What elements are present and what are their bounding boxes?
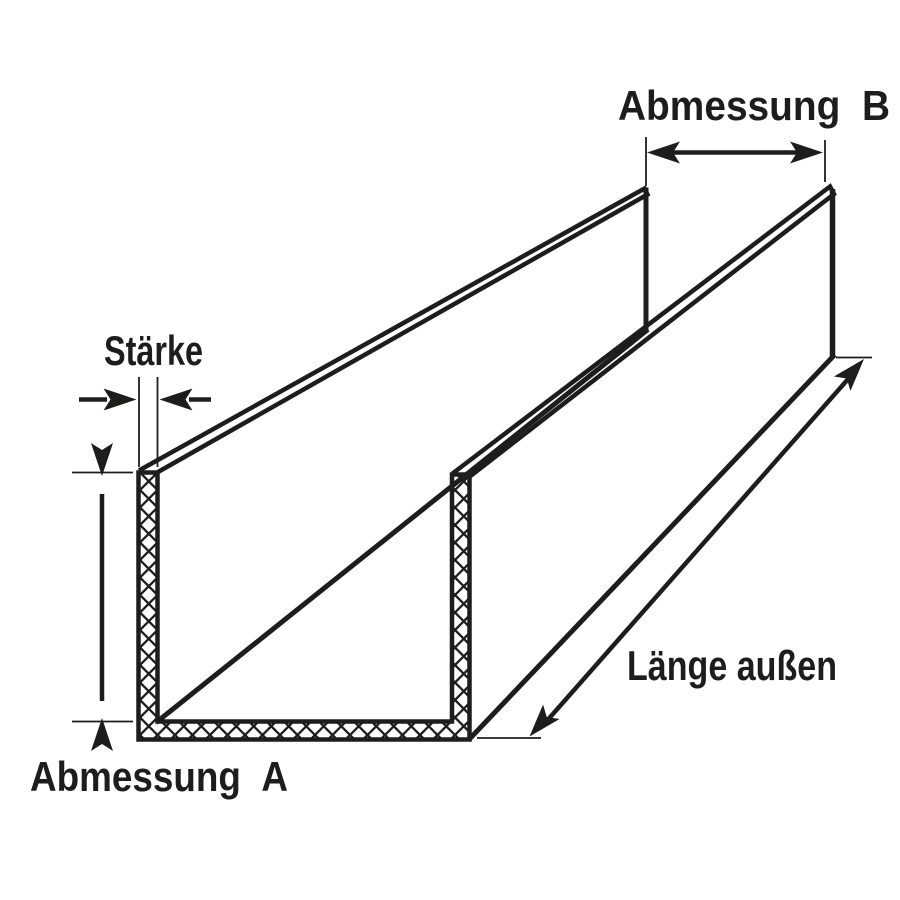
dim-a-arrowhead-top bbox=[91, 443, 113, 476]
outer-length-label: Länge außen bbox=[627, 642, 837, 689]
dimension-a-group: Abmessung A bbox=[30, 443, 288, 800]
dimension-b-label: Abmessung B bbox=[618, 82, 890, 129]
u-channel-body bbox=[136, 183, 837, 743]
outer-length-dimension-group: Länge außen bbox=[477, 351, 873, 744]
length-arrow-shaft bbox=[543, 376, 851, 725]
left-wall-top-face-edges bbox=[137, 185, 651, 474]
dimension-a-label: Abmessung A bbox=[30, 753, 288, 800]
thickness-label: Stärke bbox=[104, 327, 203, 374]
dim-a-arrowhead-bottom bbox=[91, 718, 113, 751]
thickness-dimension-group: Stärke bbox=[79, 327, 211, 467]
dimension-b-group: Abmessung B bbox=[618, 82, 890, 186]
outer-bottom-right-depth-edge bbox=[466, 352, 837, 743]
thickness-arrowhead-left bbox=[103, 388, 137, 411]
front-cross-section-hatched bbox=[136, 470, 472, 742]
inner-bottom-left-depth-edge bbox=[154, 327, 650, 725]
thickness-arrowhead-right bbox=[159, 388, 193, 411]
